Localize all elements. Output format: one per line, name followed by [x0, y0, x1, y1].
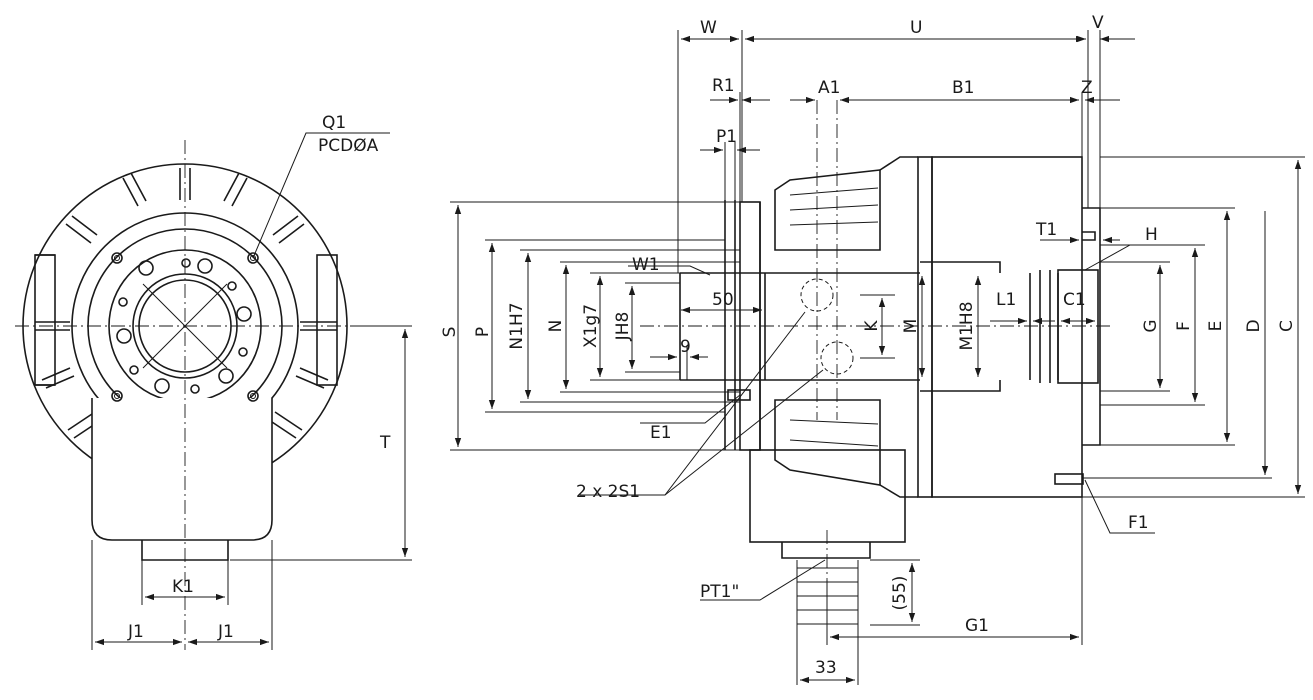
label-q1: Q1: [322, 113, 346, 133]
radial-ribs: [35, 168, 337, 439]
label-pt1: PT1": [700, 582, 739, 602]
label-f: F: [1174, 321, 1194, 331]
label-s: S: [440, 327, 460, 338]
label-k: K: [862, 320, 882, 332]
label-p1: P1: [716, 127, 737, 147]
label-m: M: [901, 319, 921, 334]
label-t1: T1: [1035, 220, 1057, 240]
label-r1: R1: [712, 76, 735, 96]
label-m1h8: M1H8: [957, 301, 977, 350]
label-33: 33: [815, 658, 837, 678]
label-j1-left: J1: [127, 622, 144, 642]
label-w: W: [700, 18, 717, 38]
label-g1: G1: [965, 616, 989, 636]
label-z: Z: [1081, 78, 1093, 98]
label-f1: F1: [1128, 513, 1149, 533]
label-e: E: [1206, 321, 1226, 332]
label-e1: E1: [650, 423, 672, 443]
label-jh8: JH8: [613, 312, 633, 342]
label-c: C: [1277, 320, 1297, 332]
label-h: H: [1145, 225, 1158, 245]
label-b1: B1: [952, 78, 974, 98]
label-w1: W1: [632, 255, 660, 275]
label-n1h7: N1H7: [507, 302, 527, 349]
label-2s1: 2 x 2S1: [576, 482, 640, 502]
label-l1: L1: [996, 290, 1016, 310]
bolt-holes: [111, 252, 259, 402]
label-k1: K1: [172, 577, 194, 597]
label-n: N: [546, 320, 566, 333]
label-50: 50: [712, 290, 734, 310]
label-d: D: [1244, 319, 1264, 332]
label-t: T: [379, 433, 391, 453]
label-pcd: PCDØA: [318, 136, 379, 156]
side-view: W U V R1 A1 B1 Z P1 T1 H W1 50 9 L1 C1 E…: [440, 13, 1305, 685]
label-v: V: [1092, 13, 1104, 33]
label-u: U: [910, 18, 922, 38]
label-j1-right: J1: [217, 622, 234, 642]
label-9: 9: [680, 337, 691, 357]
label-55: (55): [890, 576, 910, 611]
front-view: Q1 PCDØA T K1 J1 J1: [15, 113, 412, 650]
label-x1g7: X1g7: [581, 304, 601, 348]
label-a1: A1: [818, 78, 840, 98]
label-c1: C1: [1063, 290, 1086, 310]
label-p: P: [473, 327, 493, 337]
label-g: G: [1141, 319, 1161, 332]
